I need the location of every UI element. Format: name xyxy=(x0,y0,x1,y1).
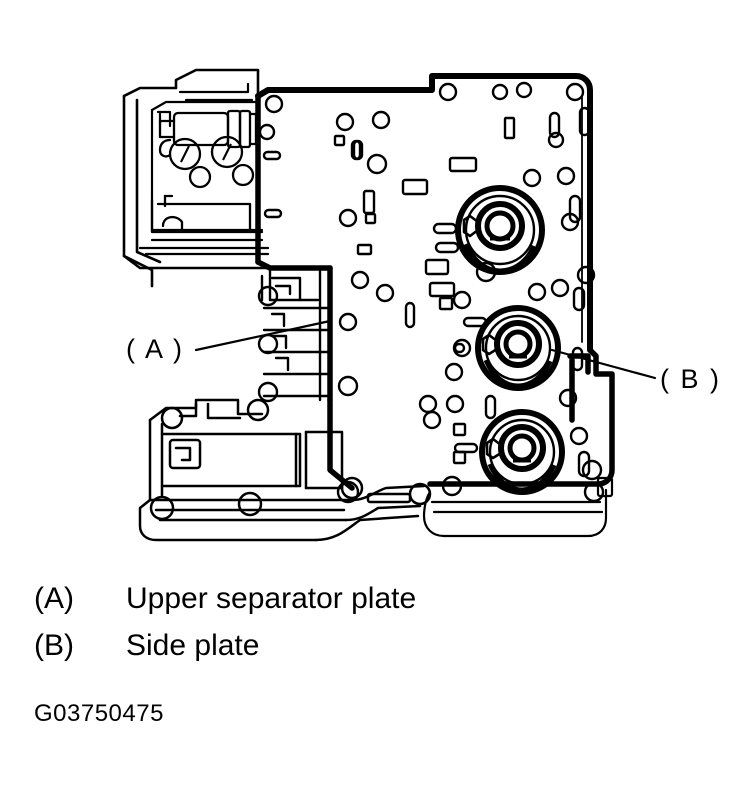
legend-item-a: (A) Upper separator plate xyxy=(34,582,724,629)
lower-left-housing xyxy=(148,398,344,502)
side-plate-flange xyxy=(422,476,614,538)
plate-rect-holes xyxy=(333,116,516,465)
legend-label-b: Side plate xyxy=(126,629,260,662)
legend-key-a: (A) xyxy=(34,582,74,615)
legend-key-b: (B) xyxy=(34,629,74,662)
plate-round-holes xyxy=(258,81,605,504)
retainer-marks xyxy=(158,138,174,208)
mid-left-chambers xyxy=(138,198,270,256)
legend: (A) Upper separator plate (B) Side plate xyxy=(34,582,724,676)
bottom-pan-rail xyxy=(138,476,432,542)
boss-middle xyxy=(475,305,561,391)
plate-slot-holes xyxy=(262,106,591,478)
valve-body-drawing: ( A ) ( B ) xyxy=(122,68,721,542)
legend-label-a: Upper separator plate xyxy=(126,582,417,615)
boss-upper xyxy=(455,185,545,275)
callout-leaders xyxy=(194,319,657,380)
plate-left-boundary xyxy=(255,93,355,491)
figure-code: G03750475 xyxy=(34,700,164,727)
legend-item-b: (B) Side plate xyxy=(34,629,724,676)
solenoid-barrels xyxy=(158,109,258,149)
technical-diagram: ( A ) ( B ) xyxy=(122,68,721,542)
upper-separator-plate xyxy=(255,73,593,353)
boss-lower xyxy=(479,409,565,495)
leader-line-a xyxy=(194,319,332,352)
callout-label-b: ( B ) xyxy=(660,364,721,394)
callout-label-a: ( A ) xyxy=(126,334,184,364)
leader-line-b xyxy=(550,348,657,380)
